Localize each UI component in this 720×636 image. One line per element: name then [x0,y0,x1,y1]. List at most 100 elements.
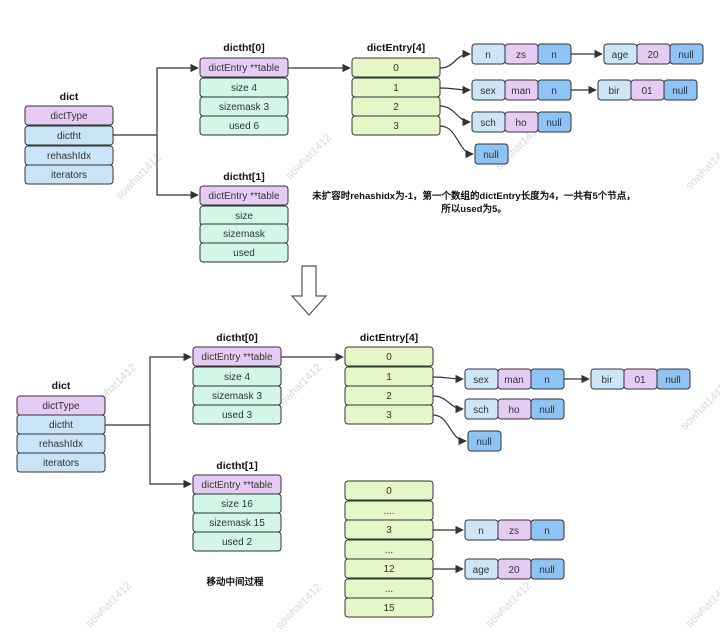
bucket-label: 3 [393,121,399,132]
connector-dictht-to-dictht1 [156,135,199,200]
dictht-field-label: dictEntry **table [208,63,280,74]
bottom-table16-array: 0 .... 3 ... 12 ... 15 [344,480,434,618]
entry-node-label: sch [480,118,496,129]
entry-node-label: bir [608,86,620,97]
top-entry-chain: sch ho null [471,111,572,133]
bottom-entry-chain: sex man n [464,368,565,390]
bottom-entry-chain: sch ho null [464,398,565,420]
dict-field-label: dictType [50,111,88,122]
entry-node-cell [530,558,565,580]
dictht-field-label: sizemask 3 [219,102,269,113]
entry-node-label: ho [508,405,520,416]
bucket-label: 12 [383,564,395,575]
dictht-field-cell [199,115,289,136]
dict-field-label: rehashIdx [39,439,83,450]
watermark: sowhat1412 [484,580,534,630]
top-entry-chain: age 20 null [603,43,704,65]
dictht-field-label: sizemask 3 [212,391,262,402]
watermark: sowhat1412 [284,132,334,182]
bucket-label: 2 [393,102,399,113]
top-dictht0-title: dictht[0] [223,42,264,54]
dictht-field-label: used 3 [222,410,252,421]
entry-node-cell [656,368,691,390]
top-entry-chain: sex man n [471,79,572,101]
connector-bucket-to-node [432,414,467,446]
entry-node-label: ho [515,118,527,129]
bucket-cell [344,597,434,618]
connector-bucket-to-node [439,105,471,127]
connector-bucket-to-node [432,374,464,384]
entry-node-label: n [551,50,557,61]
top-dict-title: dict [60,91,79,103]
dictht-field-label: dictEntry **table [208,191,280,202]
top-dictht1-title: dictht[1] [223,171,264,183]
entry-node-label: n [544,526,550,537]
dict-field-cell [24,164,114,185]
connector-dictht-to-dictht0 [113,63,199,136]
top-dictht1-struct: dictEntry **table size sizemask used [199,185,289,263]
entry-node-label: bir [601,375,613,386]
entry-node-label: 20 [508,565,520,576]
entry-node-label: 20 [647,50,659,61]
bottom-entry-chain: age 20 null [464,558,565,580]
dict-field-label: dictType [42,401,80,412]
dictht-field-label: used [233,248,255,259]
bucket-label: 0 [386,352,392,363]
entry-node-label: n [544,375,550,386]
top-dictentry-array: 0 1 2 3 [351,57,441,136]
entry-node-cell [537,111,572,133]
dict-field-label: rehashIdx [47,151,91,162]
dictht-field-label: size [235,211,253,222]
entry-node-label: null [672,86,688,97]
bottom-dictht1-title: dictht[1] [216,460,257,472]
connector-bucket-to-node [439,85,471,95]
bucket-label: 1 [386,372,392,383]
entry-node-label: sex [473,375,489,386]
dictht-field-label: size 4 [231,83,258,94]
dictht-field-label: sizemask [223,229,266,240]
entry-node-label: age [473,565,490,576]
entry-node-label: age [612,50,629,61]
bucket-label: .... [383,506,394,517]
bottom-dictht0-title: dictht[0] [216,332,257,344]
bucket-label: 1 [393,83,399,94]
bottom-dictht1-struct: dictEntry **table size 16 sizemask 15 us… [192,474,282,552]
entry-node-label: sex [480,86,496,97]
entry-node-label: man [511,86,530,97]
connector-dictht-to-dictht0 [105,352,192,426]
entry-node-label: zs [509,526,519,537]
bucket-label: 15 [383,603,395,614]
dict-field-cell [16,452,106,473]
bottom-dictentry-title: dictEntry[4] [360,332,418,344]
bucket-label: 2 [386,391,392,402]
watermark: sowhat1412 [684,142,720,192]
null-node-cell [474,143,509,165]
bucket-label: ... [385,545,393,556]
top-dict-struct: dictType dictht rehashIdx iterators [24,105,114,185]
top-dictht0-struct: dictEntry **table size 4 sizemask 3 used… [199,57,289,136]
bottom-dict-title: dict [52,380,71,392]
bucket-cell [344,480,434,501]
dictht-field-cell [192,531,282,552]
bottom-entry-chain: bir 01 null [590,368,691,390]
null-node-label: null [476,437,492,448]
entry-node-label: null [539,405,555,416]
bottom-entry-chain: n zs n [464,519,565,541]
entry-node-cell [530,519,565,541]
bucket-label: 0 [386,486,392,497]
dictht-field-label: size 16 [221,499,253,510]
watermark: sowhat1412 [684,580,720,630]
bottom-dictentry-array: 0 1 2 3 [344,346,434,425]
dictht-field-label: used 2 [222,537,252,548]
dict-field-label: iterators [43,458,79,469]
dict-field-cell [24,105,114,126]
entry-node-label: null [539,565,555,576]
dictht-field-label: sizemask 15 [209,518,265,529]
dictht-field-cell [199,185,289,206]
entry-node-label: sch [473,405,489,416]
entry-node-label: n [485,50,491,61]
entry-node-label: null [665,375,681,386]
bucket-label: ... [385,584,393,595]
